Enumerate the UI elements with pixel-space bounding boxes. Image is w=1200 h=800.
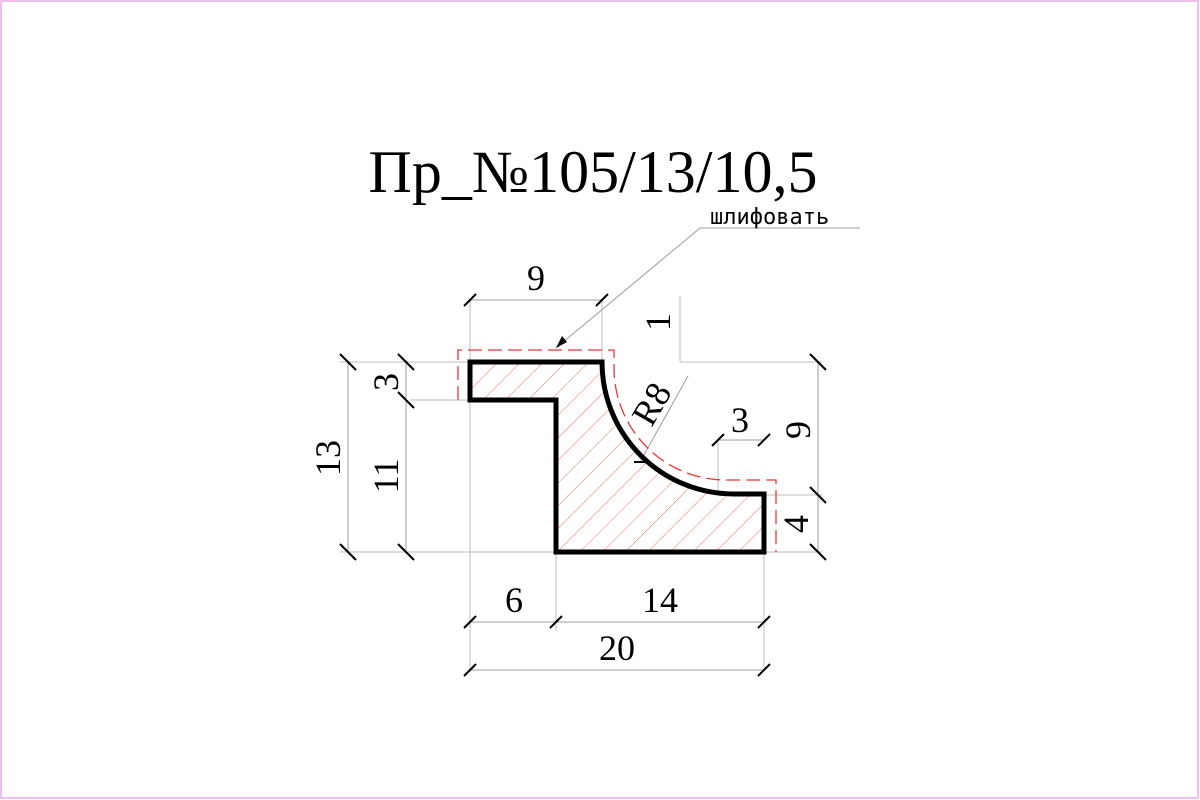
grind-line — [457, 349, 777, 552]
dim-left-lip: 3 — [366, 373, 406, 391]
dim-step-width: 3 — [731, 400, 749, 440]
extension-lines — [340, 296, 822, 670]
dim-total-height: 13 — [308, 440, 348, 476]
dim-total-width: 20 — [599, 628, 635, 668]
dim-top-width: 9 — [527, 258, 545, 298]
drawing-title: Пр_№105/13/10,5 — [369, 139, 818, 205]
dim-base-width: 14 — [642, 580, 678, 620]
dim-inner-height: 11 — [366, 459, 406, 494]
dim-offset-top: 1 — [638, 313, 678, 331]
dim-right-lip: 4 — [776, 515, 816, 533]
profile-section — [467, 359, 767, 555]
dimension-lines — [347, 299, 819, 671]
dim-left-offset: 6 — [505, 580, 523, 620]
dim-right-height: 9 — [778, 421, 818, 439]
grind-note: шлифовать — [710, 205, 829, 230]
dim-radius: R8 — [624, 376, 680, 432]
grind-note-leader — [555, 227, 860, 349]
